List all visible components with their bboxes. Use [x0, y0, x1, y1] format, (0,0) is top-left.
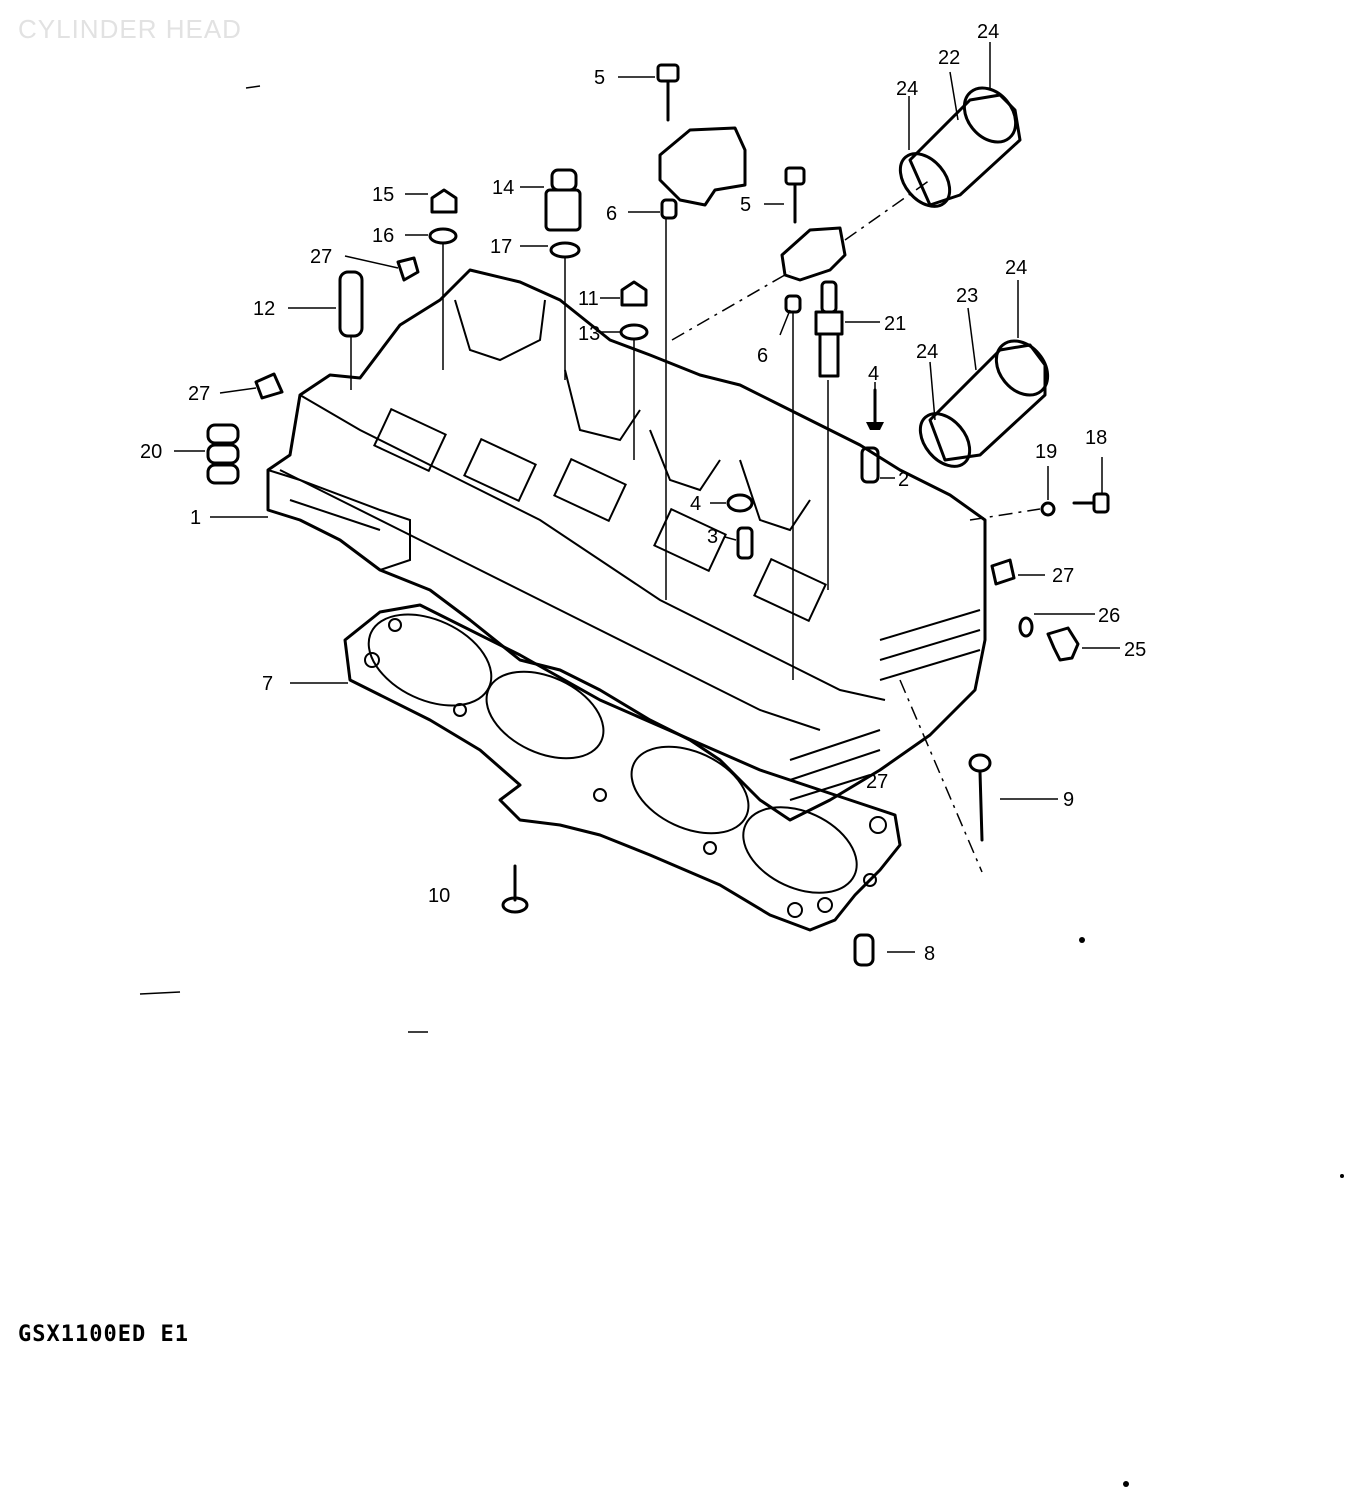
callout-18: 18 — [1085, 427, 1107, 449]
intake-pipe-22 — [898, 86, 1022, 208]
camshaft-cap-right — [780, 226, 847, 282]
callout-27-left: 27 — [188, 383, 210, 405]
washer-16 — [428, 227, 458, 245]
model-code: GSX1100ED E1 — [18, 1322, 189, 1347]
callout-14: 14 — [492, 177, 514, 199]
callout-6-right: 6 — [757, 345, 768, 367]
cylinder-head-body — [266, 268, 987, 822]
valve-lifter-14 — [544, 168, 582, 232]
washer-19 — [1040, 501, 1056, 517]
callout-25: 25 — [1124, 639, 1146, 661]
shim-4-lower — [726, 493, 754, 513]
dowel-pin-6-top — [660, 198, 678, 220]
callout-5-top: 5 — [594, 67, 605, 89]
bolt-5-top — [656, 63, 680, 122]
callout-24-mid-left: 24 — [916, 341, 938, 363]
washer-13 — [619, 323, 649, 341]
head-gasket — [343, 603, 902, 932]
bolt-18 — [1072, 492, 1110, 514]
callout-22: 22 — [938, 47, 960, 69]
callout-3: 3 — [707, 526, 718, 548]
plug-27-c — [990, 558, 1016, 586]
bolt-5-right — [784, 166, 806, 224]
plug-25 — [1046, 626, 1080, 662]
bolt-10 — [501, 864, 529, 914]
camshaft-cap — [658, 126, 747, 207]
valve-guide-3 — [736, 526, 754, 560]
callout-2: 2 — [898, 469, 909, 491]
callout-9: 9 — [1063, 789, 1074, 811]
callout-6-top: 6 — [606, 203, 617, 225]
callout-10: 10 — [428, 885, 450, 907]
callout-24-upper-left: 24 — [896, 78, 918, 100]
callout-7: 7 — [262, 673, 273, 695]
callout-5-right: 5 — [740, 194, 751, 216]
callout-4-top: 4 — [868, 363, 879, 385]
bolt-9 — [968, 753, 992, 842]
callout-17: 17 — [490, 236, 512, 258]
callout-27-bottom: 27 — [866, 771, 888, 793]
intake-pipe-23 — [918, 339, 1050, 468]
damper-20 — [206, 423, 240, 485]
callout-12: 12 — [253, 298, 275, 320]
callout-8: 8 — [924, 943, 935, 965]
callout-23: 23 — [956, 285, 978, 307]
callout-27-upper: 27 — [310, 246, 332, 268]
callout-1: 1 — [190, 507, 201, 529]
valve-guide-2 — [860, 446, 880, 484]
cap-11 — [620, 280, 648, 307]
callout-11: 11 — [578, 288, 599, 310]
callout-20: 20 — [140, 441, 162, 463]
callout-16: 16 — [372, 225, 394, 247]
callout-24-mid-right: 24 — [1005, 257, 1027, 279]
cap-15 — [430, 188, 458, 214]
spark-plug — [814, 280, 844, 378]
valve-4 — [866, 388, 884, 430]
dowel-pin-6-right — [784, 294, 802, 314]
dowel-8 — [853, 933, 875, 967]
callout-27-right: 27 — [1052, 565, 1074, 587]
callout-15: 15 — [372, 184, 394, 206]
callout-4-mid: 4 — [690, 493, 701, 515]
callout-26: 26 — [1098, 605, 1120, 627]
callout-13: 13 — [578, 323, 600, 345]
guide-pipe-12 — [338, 270, 364, 338]
callout-21: 21 — [884, 313, 906, 335]
o-ring-17 — [549, 241, 581, 259]
callout-19: 19 — [1035, 441, 1057, 463]
plug-27-a — [396, 256, 420, 282]
washer-26 — [1018, 616, 1034, 638]
callout-24-top: 24 — [977, 21, 999, 43]
diagram-title: CYLINDER HEAD — [18, 14, 242, 44]
plug-27-b — [254, 372, 284, 400]
